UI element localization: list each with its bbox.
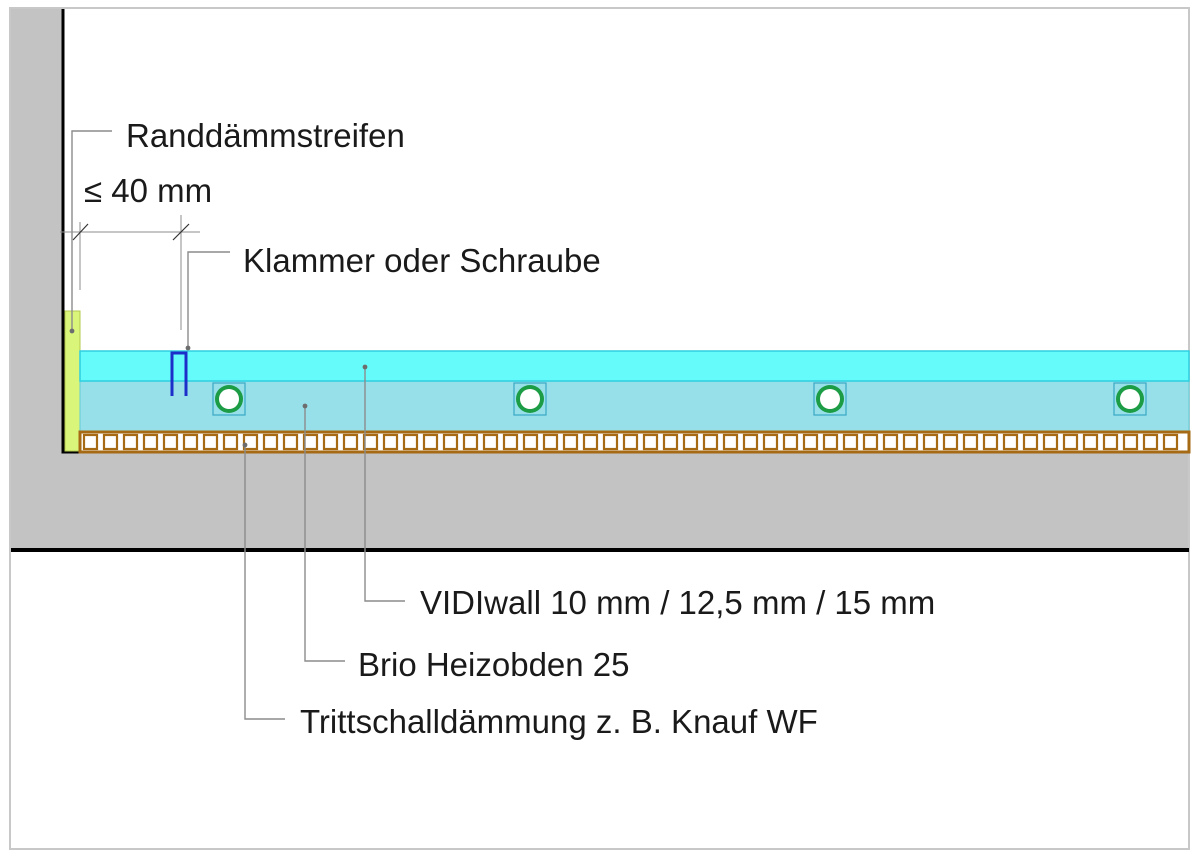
leader-board	[364, 367, 405, 602]
insulation-cell	[702, 433, 719, 451]
insulation-cell	[1122, 433, 1139, 451]
insulation-cell	[162, 433, 179, 451]
insulation-cell	[1062, 433, 1079, 451]
heating-pipe-icon	[212, 382, 246, 416]
insulation-cell	[302, 433, 319, 451]
insulation-cell	[82, 433, 99, 451]
heating-pipe-icon	[813, 382, 847, 416]
insulation-cell	[482, 433, 499, 451]
insulation-cell	[522, 433, 539, 451]
insulation-cell	[722, 433, 739, 451]
insulation-cell	[642, 433, 659, 451]
insulation-cell	[1002, 433, 1019, 451]
insulation-cell	[222, 433, 239, 451]
insulation-cell	[862, 433, 879, 451]
insulation-cell	[362, 433, 379, 451]
insulation-cell	[442, 433, 459, 451]
insulation-cell	[922, 433, 939, 451]
wall-face-line	[61, 9, 80, 454]
leader-lines	[71, 130, 405, 720]
insulation-cell	[342, 433, 359, 451]
insulation-cell	[182, 433, 199, 451]
insulation-cell	[962, 433, 979, 451]
heating-layer	[79, 380, 1190, 433]
insulation-cell	[882, 433, 899, 451]
leader-insulation	[244, 445, 285, 720]
insulation-cell	[842, 433, 859, 451]
heating-pipe-icon	[1113, 382, 1147, 416]
concrete-slab	[11, 452, 1188, 550]
impact-insulation-layer	[78, 430, 1191, 454]
insulation-cell	[1082, 433, 1099, 451]
insulation-cell	[402, 433, 419, 451]
label-fastener: Klammer oder Schraube	[243, 242, 601, 279]
insulation-cell	[942, 433, 959, 451]
insulation-cell	[1042, 433, 1059, 451]
insulation-cell	[1022, 433, 1039, 451]
leader-heating	[304, 406, 345, 662]
insulation-cell	[122, 433, 139, 451]
insulation-cell	[422, 433, 439, 451]
insulation-cell	[262, 433, 279, 451]
board-layer	[79, 350, 1190, 382]
insulation-cell	[802, 433, 819, 451]
label-dimension: ≤ 40 mm	[84, 172, 212, 209]
insulation-cell	[202, 433, 219, 451]
leader-dots	[69, 328, 368, 448]
insulation-cell	[622, 433, 639, 451]
insulation-cell	[762, 433, 779, 451]
insulation-cell	[282, 433, 299, 451]
heating-pipes	[212, 382, 1147, 416]
insulation-cell	[782, 433, 799, 451]
insulation-cell	[582, 433, 599, 451]
insulation-cell	[102, 433, 119, 451]
insulation-cell	[382, 433, 399, 451]
insulation-cell	[822, 433, 839, 451]
label-heating-floor: Brio Heizobden 25	[358, 646, 630, 683]
leader-edge-strip	[71, 130, 112, 331]
insulation-cell	[662, 433, 679, 451]
label-edge-strip: Randdämmstreifen	[126, 117, 405, 154]
insulation-cell	[682, 433, 699, 451]
heating-pipe-icon	[513, 382, 547, 416]
insulation-cell	[462, 433, 479, 451]
insulation-cell	[1162, 433, 1179, 451]
label-impact-insulation: Trittschalldämmung z. B. Knauf WF	[300, 703, 818, 740]
insulation-cell	[1142, 433, 1159, 451]
insulation-cell	[602, 433, 619, 451]
insulation-cell	[322, 433, 339, 451]
insulation-cell	[562, 433, 579, 451]
dimension-marker	[60, 215, 200, 330]
insulation-cell	[542, 433, 559, 451]
leader-fastener	[187, 251, 230, 348]
insulation-cell	[142, 433, 159, 451]
label-board: VIDIwall 10 mm / 12,5 mm / 15 mm	[420, 584, 935, 621]
insulation-cell	[1102, 433, 1119, 451]
insulation-cell	[982, 433, 999, 451]
insulation-cell	[742, 433, 759, 451]
insulation-cell	[502, 433, 519, 451]
insulation-cell	[902, 433, 919, 451]
staple-icon	[170, 351, 188, 396]
